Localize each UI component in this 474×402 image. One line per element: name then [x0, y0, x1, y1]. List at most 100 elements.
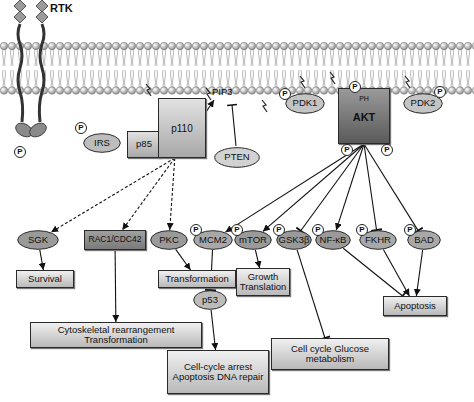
- rtk-receptor: [13, 0, 49, 140]
- membrane-inner-leaflet: [0, 68, 474, 95]
- phospho-label: P: [352, 83, 357, 92]
- node-label: p85: [136, 139, 152, 149]
- phospho-label: P: [276, 226, 281, 235]
- node-label: IRS: [94, 138, 110, 148]
- node-label: PKC: [159, 235, 179, 245]
- phospho-site: P: [404, 224, 416, 236]
- phospho-label: P: [407, 226, 412, 235]
- protein-box: p85: [127, 131, 161, 158]
- inhibition-line: [301, 144, 364, 231]
- node-label: Survival: [28, 274, 62, 284]
- activation-arrow: [416, 250, 422, 296]
- phospho-label: P: [78, 124, 83, 133]
- node-label: Transformation: [165, 274, 229, 284]
- kinase-domain: [27, 120, 49, 139]
- node-label: NF-κB: [320, 235, 347, 245]
- oval-shape: [277, 231, 312, 250]
- node-label: Cell cycle Glucose metabolism: [275, 344, 385, 365]
- outcome-box: Cell cycle Glucose metabolism: [271, 338, 389, 370]
- activation-arrow: [211, 310, 215, 350]
- oval-shape: [235, 231, 272, 250]
- phospho-site: P: [279, 88, 291, 100]
- inhibition-line: [297, 250, 325, 338]
- node-label: p53: [202, 295, 218, 305]
- activation-arrow: [122, 158, 175, 230]
- outcome-box: Transformation: [158, 270, 236, 288]
- phospho-label: P: [344, 146, 349, 155]
- oval-shape: [404, 94, 443, 114]
- activation-arrow: [383, 250, 409, 296]
- activation-arrow: [170, 158, 175, 230]
- phospho-site: P: [190, 224, 202, 236]
- effector-oval: PKC: [150, 230, 188, 250]
- node-label: MCM2: [199, 235, 227, 245]
- node-label: mTOR: [239, 235, 267, 245]
- protein-oval: PTEN: [214, 147, 260, 168]
- membrane-outer-leaflet: [0, 42, 474, 68]
- protein-oval: p53: [193, 290, 227, 310]
- activation-arrow: [40, 250, 44, 270]
- activation-arrow: [263, 144, 364, 231]
- phospho-label: P: [282, 90, 287, 99]
- oval-shape: [194, 291, 227, 310]
- phospho-site: P: [349, 81, 361, 93]
- node-label: Cell-cycle arrest Apoptosis DNA repair: [171, 362, 265, 383]
- activation-arrow: [176, 249, 191, 270]
- inhibition-line: [364, 144, 377, 230]
- node-label: PTEN: [224, 152, 249, 162]
- outcome-box: Apoptosis: [383, 296, 447, 316]
- molecule-label: PIP3: [212, 86, 233, 97]
- oval-shape: [215, 148, 260, 168]
- effector-oval: SGK: [17, 230, 59, 250]
- node-label: FKHR: [365, 235, 391, 245]
- oval-shape: [18, 231, 59, 250]
- node-label: Growth Translation: [240, 272, 287, 293]
- pip3-arrow: [206, 100, 214, 112]
- effector-box: RAC1/CDC42: [84, 230, 146, 250]
- oval-shape: [360, 231, 397, 250]
- outcome-box: Growth Translation: [236, 268, 290, 296]
- phospho-site: P: [273, 224, 285, 236]
- node-label: RAC1/CDC42: [89, 235, 142, 244]
- phospho-label: P: [17, 148, 22, 157]
- phospho-site: P: [341, 144, 353, 156]
- lightning-bolt: [300, 76, 305, 88]
- oval-shape: [151, 231, 188, 250]
- node-label: BAD: [414, 235, 434, 245]
- phospho-site: P: [75, 122, 87, 134]
- phospho-label: P: [437, 88, 442, 97]
- pten-inhibition: [232, 105, 236, 146]
- phospho-label: P: [234, 226, 239, 235]
- lightning-bolt: [330, 72, 335, 84]
- outcome-box: Cell-cycle arrest Apoptosis DNA repair: [167, 350, 269, 394]
- protein-oval: PDK1: [285, 93, 325, 114]
- lightning-bolt: [206, 88, 211, 100]
- oval-shape: [194, 231, 233, 250]
- receptor-label: RTK: [50, 2, 73, 14]
- activation-arrow: [255, 250, 259, 268]
- activation-arrow: [115, 250, 117, 322]
- phospho-label: P: [384, 146, 389, 155]
- receptor-chain: [39, 24, 44, 122]
- phospho-label: P: [315, 226, 320, 235]
- activation-arrow: [336, 144, 364, 230]
- node-label: PH: [359, 95, 369, 103]
- receptor-chain: [18, 24, 23, 122]
- lightning-bolt: [262, 100, 267, 112]
- phospho-site: P: [312, 224, 324, 236]
- phospho-site: P: [434, 86, 446, 98]
- akt-box: PH AKT: [338, 88, 390, 144]
- node-label: AKT: [353, 111, 376, 123]
- phospho-site: P: [231, 224, 243, 236]
- node-label: PDK2: [411, 98, 436, 108]
- oval-shape: [286, 94, 325, 114]
- oval-shape: [84, 134, 121, 153]
- phospho-site: P: [356, 224, 368, 236]
- phospho-label: P: [193, 226, 198, 235]
- node-label: Cytoskeletal rearrangement Transformatio…: [34, 325, 198, 346]
- outcome-box: Survival: [16, 270, 74, 288]
- activation-arrow: [51, 158, 175, 232]
- node-label: GSK3β: [279, 235, 310, 245]
- node-label: p110: [171, 123, 193, 134]
